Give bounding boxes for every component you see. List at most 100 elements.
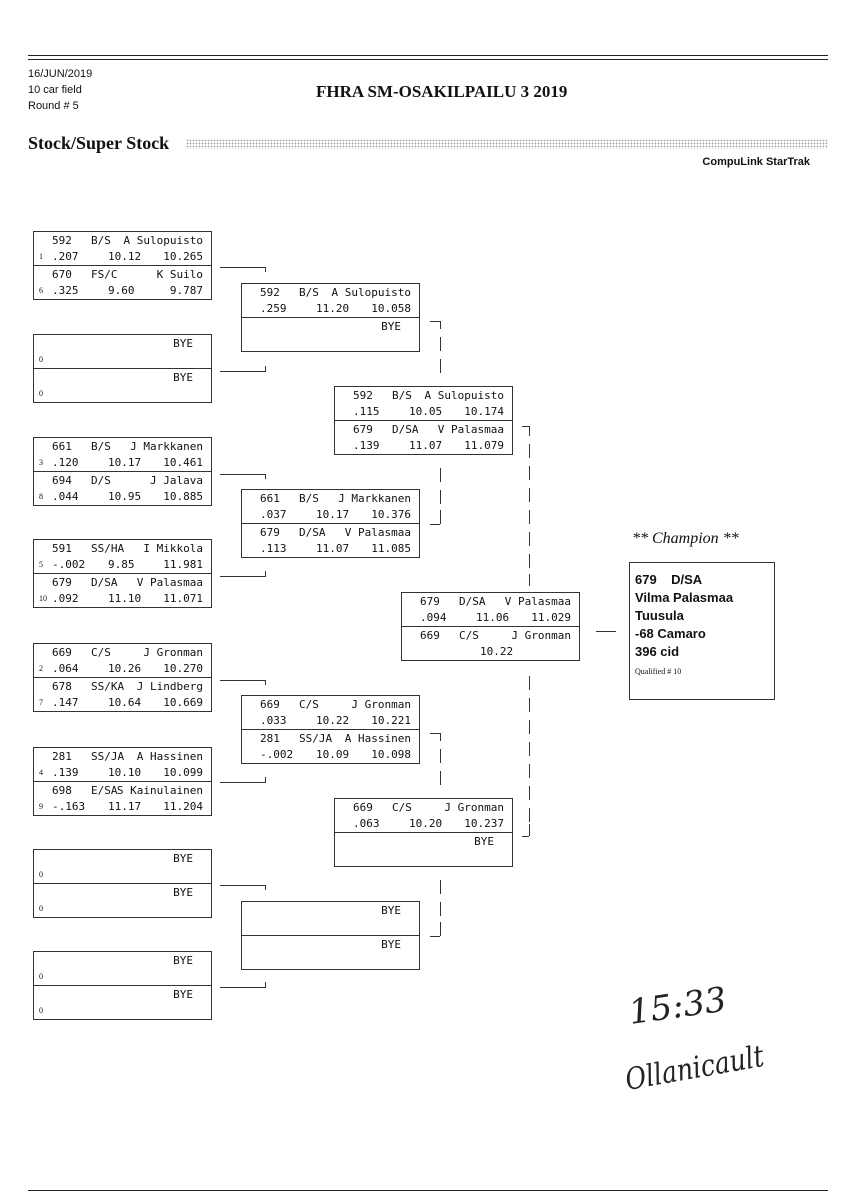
connector [265, 680, 266, 685]
champion-town: Tuusula [635, 608, 684, 623]
connector [265, 777, 266, 782]
car-class: SS/JA [299, 732, 333, 745]
connector [265, 885, 266, 890]
elapsed-time: 9.60 [108, 284, 135, 297]
dial-in: 10.237 [464, 817, 504, 830]
reaction-time: .120 [52, 456, 79, 469]
class-banner-pattern [186, 139, 828, 149]
connector [529, 466, 530, 480]
connector [529, 808, 530, 822]
dial-in: 10.270 [163, 662, 203, 675]
dial-in: 10.221 [371, 714, 411, 727]
class-name: Stock/Super Stock [28, 133, 173, 154]
driver-name: V Palasmaa [437, 423, 504, 436]
seed-number: 4 [39, 768, 43, 777]
connector [265, 474, 266, 479]
connector [220, 371, 266, 372]
dial-in: 10.098 [371, 748, 411, 761]
connector [265, 571, 266, 576]
champion-heading: ** Champion ** [632, 530, 739, 547]
connector [529, 676, 530, 690]
driver-name: J Markkanen [130, 440, 203, 453]
dial-in: 10.669 [163, 696, 203, 709]
dial-in: 11.204 [163, 800, 203, 813]
elapsed-time: 10.10 [108, 766, 142, 779]
reaction-time: .139 [353, 439, 380, 452]
footer-rule [28, 1190, 828, 1191]
reaction-time: .207 [52, 250, 79, 263]
elapsed-time: 10.95 [108, 490, 142, 503]
car-number: 670 [52, 268, 72, 281]
dial-in: 10.461 [163, 456, 203, 469]
reaction-time: .044 [52, 490, 79, 503]
seed-number: 10 [39, 594, 47, 603]
seed-number: 0 [39, 870, 43, 879]
connector [596, 631, 616, 632]
driver-name: V Palasmaa [136, 576, 203, 589]
car-class: D/SA [392, 423, 419, 436]
connector [440, 490, 441, 504]
connector [440, 880, 441, 894]
reaction-time: .094 [420, 611, 447, 624]
seed-number: 0 [39, 972, 43, 981]
car-number: 661 [52, 440, 72, 453]
connector [529, 786, 530, 800]
reaction-time: -.002 [260, 748, 294, 761]
champion-engine: 396 cid [635, 644, 680, 659]
reaction-time: .092 [52, 592, 79, 605]
connector [220, 576, 266, 577]
reaction-time: -.002 [52, 558, 86, 571]
elapsed-time: 10.64 [108, 696, 142, 709]
driver-name: A Sulopuisto [331, 286, 411, 299]
car-number: 679 [52, 576, 72, 589]
car-class: E/SA [91, 784, 118, 797]
driver-name: J Gronman [444, 801, 504, 814]
event-date: 16/JUN/2019 [28, 68, 93, 80]
seed-number: 5 [39, 560, 43, 569]
connector [220, 987, 266, 988]
car-number: 592 [260, 286, 280, 299]
driver-name: J Gronman [143, 646, 203, 659]
connector [529, 698, 530, 712]
elapsed-time: 10.20 [409, 817, 443, 830]
reaction-time: .139 [52, 766, 79, 779]
connector [440, 337, 441, 351]
connector [220, 474, 266, 475]
connector [529, 720, 530, 734]
class-banner: Stock/Super Stock [28, 133, 828, 155]
car-class: FS/C [91, 268, 118, 281]
elapsed-time: 11.07 [316, 542, 350, 555]
bye-label: BYE [474, 835, 494, 848]
seed-number: 1 [39, 252, 43, 261]
seed-number: 0 [39, 1006, 43, 1015]
dial-in: 11.029 [531, 611, 571, 624]
connector [440, 902, 441, 916]
car-class: D/SA [459, 595, 486, 608]
seed-number: 8 [39, 492, 43, 501]
connector [529, 764, 530, 778]
